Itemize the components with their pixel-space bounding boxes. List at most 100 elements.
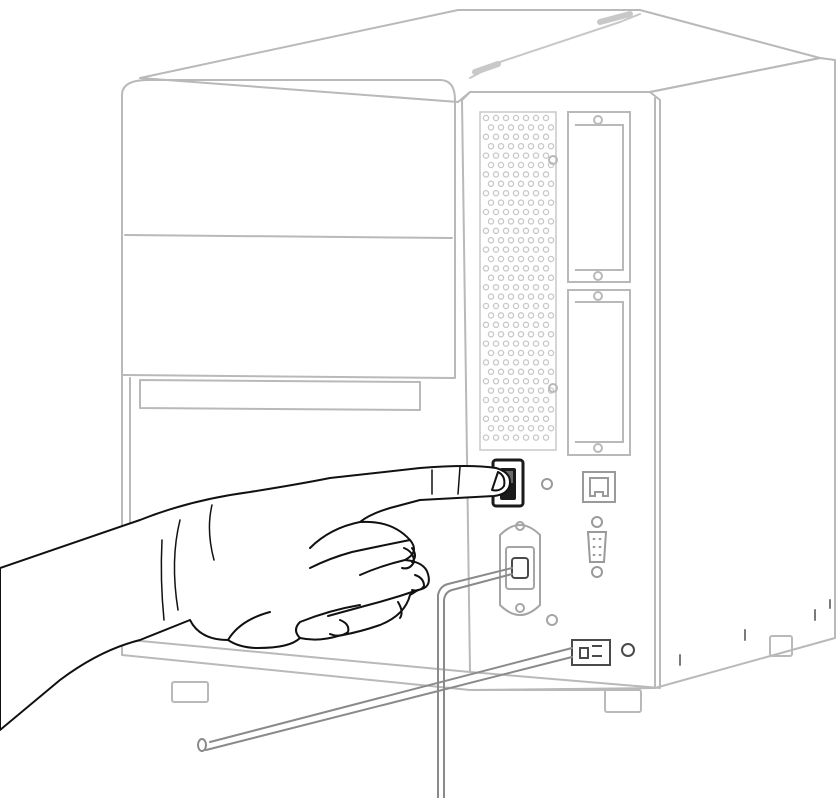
grille-hole	[522, 434, 530, 441]
grille-hole	[537, 312, 545, 319]
grille-hole	[497, 293, 505, 300]
grille-hole	[507, 330, 515, 338]
status-light-icon	[541, 478, 553, 490]
grille-hole	[542, 189, 550, 197]
grille-hole	[532, 396, 540, 404]
grille-hole	[527, 274, 535, 282]
grille-hole	[482, 189, 490, 197]
grille-hole	[482, 396, 490, 404]
grille-hole	[522, 302, 530, 310]
grille-hole	[532, 302, 540, 310]
grille-hole	[527, 218, 535, 225]
grille-hole	[517, 349, 525, 357]
grille-hole	[482, 171, 490, 178]
grille-hole	[522, 283, 530, 291]
grille-hole	[502, 340, 510, 347]
grille-hole	[507, 293, 515, 300]
grille-hole	[482, 434, 490, 441]
grille-hole	[522, 189, 530, 197]
grille-hole	[487, 236, 495, 244]
grille-hole	[497, 161, 505, 169]
grille-hole	[522, 246, 530, 253]
grille-hole	[492, 189, 500, 197]
grille-hole	[502, 321, 510, 329]
grille-hole	[542, 302, 550, 310]
grille-hole	[482, 415, 490, 423]
grille-hole	[487, 312, 495, 319]
grille-hole	[522, 415, 530, 423]
grille-hole	[532, 377, 540, 385]
grille-hole	[492, 114, 500, 122]
grille-hole	[492, 208, 500, 216]
grille-hole	[487, 124, 495, 131]
grille-hole	[497, 406, 505, 413]
grille-hole	[542, 340, 550, 347]
grille-hole	[502, 227, 510, 235]
grille-hole	[502, 415, 510, 423]
power-cable	[197, 567, 573, 798]
grille-hole	[512, 152, 520, 159]
grille-hole	[492, 283, 500, 291]
grille-hole	[522, 396, 530, 404]
grille-hole	[542, 396, 550, 404]
grille-hole	[537, 161, 545, 169]
grille-hole	[482, 208, 490, 216]
grille-hole	[482, 321, 490, 329]
grille-hole	[532, 189, 540, 197]
grille-hole	[532, 114, 540, 122]
grille-hole	[502, 265, 510, 272]
grille-hole	[502, 152, 510, 159]
grille-hole	[547, 330, 555, 338]
grille-hole	[492, 415, 500, 423]
pointing-hand	[0, 465, 511, 731]
grille-hole	[492, 133, 500, 141]
grille-hole	[522, 265, 530, 272]
grille-hole	[512, 340, 520, 347]
grille-hole	[487, 368, 495, 376]
grille-hole	[492, 265, 500, 272]
grille-hole	[512, 434, 520, 441]
grille-hole	[547, 349, 555, 357]
grille-hole	[542, 377, 550, 385]
grille-hole	[537, 180, 545, 188]
grille-hole	[497, 349, 505, 357]
grille-hole	[542, 227, 550, 235]
usb-port	[571, 639, 635, 666]
grille-hole	[547, 218, 555, 225]
grille-hole	[497, 199, 505, 206]
grille-hole	[502, 434, 510, 441]
grille-hole	[517, 330, 525, 338]
grille-hole	[537, 218, 545, 225]
printer-foot	[604, 689, 642, 713]
grille-hole	[512, 415, 520, 423]
grille-hole	[487, 218, 495, 225]
grille-hole	[542, 265, 550, 272]
grille-hole	[492, 434, 500, 441]
expansion-slot-upper	[567, 111, 631, 283]
grille-hole	[512, 265, 520, 272]
grille-hole	[527, 387, 535, 394]
grille-hole	[492, 302, 500, 310]
grille-hole	[527, 424, 535, 432]
grille-hole	[547, 274, 555, 282]
grille-hole	[542, 208, 550, 216]
grille-hole	[532, 434, 540, 441]
grille-hole	[522, 133, 530, 141]
grille-hole	[537, 274, 545, 282]
grille-hole	[487, 293, 495, 300]
grille-hole	[527, 368, 535, 376]
grille-hole	[532, 321, 540, 329]
grille-hole	[507, 424, 515, 432]
grille-hole	[547, 180, 555, 188]
grille-hole	[547, 236, 555, 244]
grille-hole	[492, 321, 500, 329]
grille-hole	[492, 340, 500, 347]
grille-hole	[492, 377, 500, 385]
grille-hole	[487, 142, 495, 150]
grille-hole	[542, 434, 550, 441]
grille-hole	[517, 274, 525, 282]
grille-hole	[512, 227, 520, 235]
grille-hole	[507, 349, 515, 357]
grille-hole	[547, 387, 555, 394]
